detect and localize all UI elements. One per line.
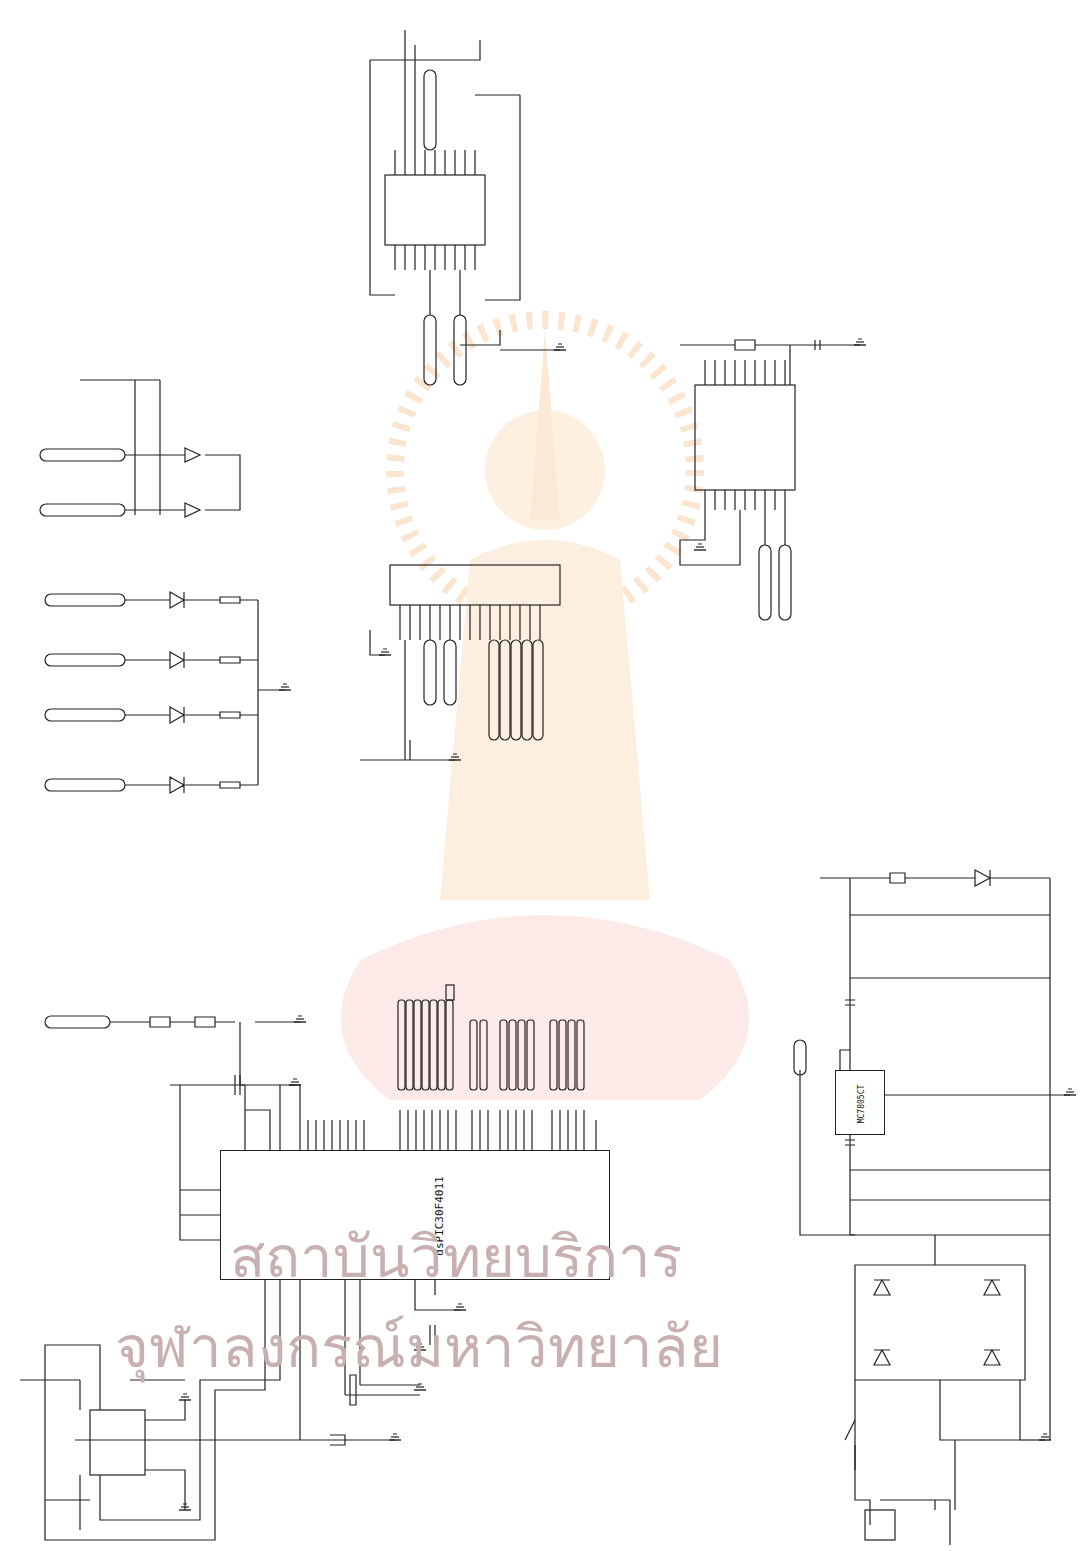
watermark-text: สถาบันวิทยบริการ (230, 1210, 682, 1303)
watermark-logo (341, 320, 749, 1100)
chip-label: MC7805CT (857, 1084, 866, 1123)
watermark-text: จุฬาลงกรณ์มหาวิทยาลัย (115, 1300, 723, 1393)
regulator-chip: MC7805CT (835, 1070, 885, 1135)
